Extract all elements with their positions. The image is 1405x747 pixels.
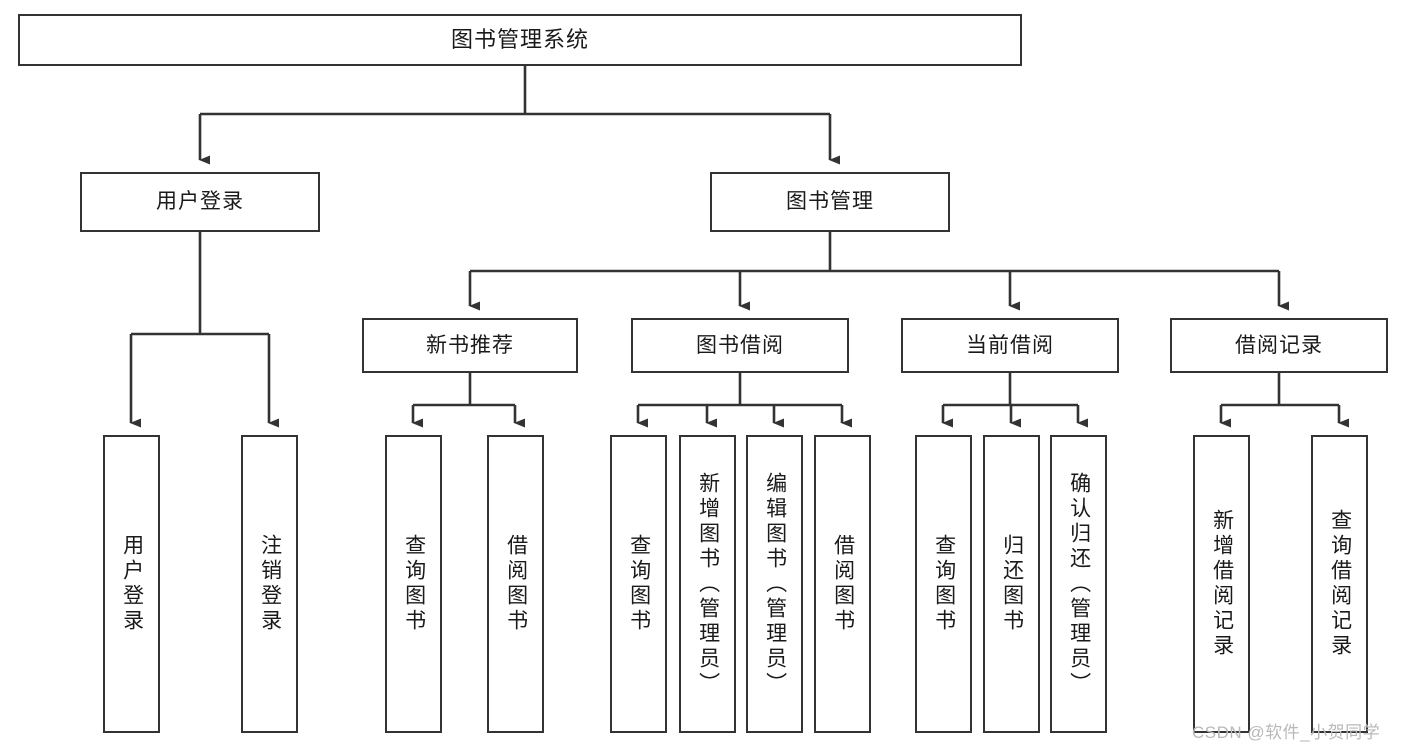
node-borrow-record[interactable]: 借阅记录 [1170, 318, 1388, 373]
node-book-management[interactable]: 图书管理 [710, 172, 950, 232]
leaf-query-book[interactable]: 查询图书 [610, 435, 667, 733]
node-label: 编辑图书（管理员） [763, 471, 787, 697]
node-label: 新书推荐 [426, 333, 514, 357]
node-current-borrow[interactable]: 当前借阅 [901, 318, 1119, 373]
node-book-borrow[interactable]: 图书借阅 [631, 318, 849, 373]
node-label: 借阅图书 [504, 534, 528, 634]
watermark: CSDN @软件_小贺同学 [1192, 723, 1381, 742]
node-label: 借阅记录 [1235, 333, 1323, 357]
node-label: 借阅图书 [831, 534, 855, 634]
leaf-query-book-recommend[interactable]: 查询图书 [385, 435, 442, 733]
node-label: 确认归还（管理员） [1067, 471, 1091, 697]
node-label: 查询图书 [402, 534, 426, 634]
leaf-user-login[interactable]: 用户登录 [103, 435, 160, 733]
leaf-logout[interactable]: 注销登录 [241, 435, 298, 733]
leaf-borrow-book-recommend[interactable]: 借阅图书 [487, 435, 544, 733]
leaf-query-book-current[interactable]: 查询图书 [915, 435, 972, 733]
node-label: 图书借阅 [696, 333, 784, 357]
node-label: 查询图书 [932, 534, 956, 634]
node-label: 图书管理 [786, 190, 874, 214]
node-label: 注销登录 [258, 534, 282, 634]
leaf-add-book-admin[interactable]: 新增图书（管理员） [679, 435, 736, 733]
leaf-borrow-book[interactable]: 借阅图书 [814, 435, 871, 733]
leaf-edit-book-admin[interactable]: 编辑图书（管理员） [746, 435, 803, 733]
node-label: 查询图书 [627, 534, 651, 634]
node-label: 新增图书（管理员） [696, 471, 720, 697]
leaf-return-book[interactable]: 归还图书 [983, 435, 1040, 733]
node-label: 查询借阅记录 [1328, 509, 1352, 659]
node-label: 用户登录 [156, 190, 244, 214]
leaf-add-borrow-record[interactable]: 新增借阅记录 [1193, 435, 1250, 733]
node-user-login[interactable]: 用户登录 [80, 172, 320, 232]
leaf-confirm-return-admin[interactable]: 确认归还（管理员） [1050, 435, 1107, 733]
node-label: 新增借阅记录 [1210, 509, 1234, 659]
node-root[interactable]: 图书管理系统 [18, 14, 1022, 66]
node-label: 图书管理系统 [450, 26, 589, 52]
node-label: 当前借阅 [966, 333, 1054, 357]
leaf-query-borrow-record[interactable]: 查询借阅记录 [1311, 435, 1368, 733]
node-new-book-recommend[interactable]: 新书推荐 [362, 318, 578, 373]
node-label: 归还图书 [1000, 534, 1024, 634]
node-label: 用户登录 [120, 534, 144, 634]
